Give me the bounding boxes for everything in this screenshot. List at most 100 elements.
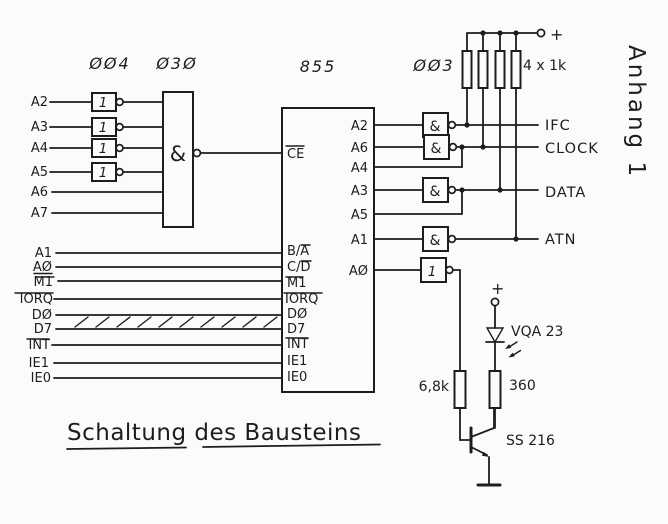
led-resistor-label: 360	[509, 378, 536, 394]
junction-dot	[497, 30, 503, 36]
label-a0: AØ	[33, 260, 52, 275]
inverter-a5-bubble	[115, 167, 124, 177]
inverter-a3-symbol: 1	[99, 120, 108, 136]
page-title: Schaltung des Bausteins	[67, 420, 362, 446]
appendix-annotation: Anhang 1	[623, 45, 649, 179]
led-ray-2-arrowhead	[508, 352, 515, 358]
led-plus-sign: +	[491, 279, 504, 298]
driver-ifc-bubble	[447, 120, 457, 130]
driver-ifc-symbol: &	[430, 119, 441, 135]
label-a6: A6	[31, 185, 48, 200]
pullup-resistor-3	[494, 50, 506, 89]
pin-ie0: IE0	[287, 370, 307, 385]
pin-cd: C/D	[287, 260, 310, 275]
base-resistor	[453, 370, 467, 409]
pin-port-a2: A2	[351, 119, 368, 134]
inverter-a3-bubble	[115, 122, 124, 132]
label-iorq: IORQ	[20, 292, 53, 307]
transistor-part-label: SS 216	[506, 433, 555, 449]
pullup-resistor-1	[461, 50, 473, 89]
pullup-resistor-2	[477, 50, 489, 89]
driver-clock-bubble	[448, 142, 458, 152]
pin-port-a3: A3	[351, 184, 368, 199]
bus-label-ifc: IFC	[545, 118, 571, 134]
wires-address-inputs	[49, 101, 283, 214]
driver-clock-box	[423, 134, 450, 160]
bus-label-data: DATA	[545, 185, 586, 201]
bus-label-atn: ATN	[545, 232, 577, 248]
led-ray-2	[511, 349, 522, 357]
wires-cpu-bus	[51, 252, 283, 379]
driver-data-symbol: &	[430, 184, 441, 200]
led-resistor	[488, 370, 502, 409]
led-ray-1-arrowhead	[505, 344, 512, 349]
pin-d7: D7	[287, 322, 305, 337]
led-output-stage: + VQA 23 360 6,8k SS 216	[419, 279, 563, 487]
wires-pio-to-gates	[373, 124, 539, 271]
label-int: INT	[29, 338, 51, 353]
pin-port-a4: A4	[351, 161, 368, 176]
data-bus-hatching	[74, 316, 278, 328]
nand-030-bubble	[192, 148, 202, 158]
junction-dot-ifc	[464, 122, 470, 128]
pullup-resistors: + 4 x 1k	[461, 25, 567, 89]
label-ie1: IE1	[29, 356, 49, 371]
driver-atn-bubble	[447, 234, 457, 244]
pin-m1: M1	[287, 276, 307, 291]
nand-gate-030: &	[162, 91, 202, 228]
driver-gates-003: & & & & 1	[420, 112, 458, 283]
driver-clock-symbol: &	[431, 141, 442, 157]
pin-ce: CE	[287, 147, 304, 162]
junction-dot-data	[497, 187, 503, 193]
pin-ie1: IE1	[287, 354, 307, 369]
pin-iorq: IORQ	[285, 292, 318, 307]
junction-dot	[513, 30, 519, 36]
label-m1: M1	[34, 275, 54, 290]
led-part-label: VQA 23	[511, 324, 563, 340]
inverter-a5-symbol: 1	[99, 165, 108, 181]
pin-port-a6: A6	[351, 141, 368, 156]
led-ray-1	[508, 341, 518, 348]
chip-label-003: ØØ3	[412, 56, 454, 75]
driver-atn-symbol: &	[430, 233, 441, 249]
page-title-underline-1	[66, 446, 187, 450]
chip-label-030: Ø3Ø	[155, 54, 197, 73]
inverter-a2-bubble	[115, 97, 124, 107]
inverter-a2-symbol: 1	[99, 95, 108, 111]
label-a5: A5	[31, 165, 48, 180]
label-a4: A4	[31, 141, 48, 156]
label-a2: A2	[31, 95, 48, 110]
led-supply-terminal	[490, 297, 500, 307]
label-d0: DØ	[32, 308, 52, 323]
label-ie0: IE0	[31, 371, 51, 386]
pin-port-a0: AØ	[349, 264, 368, 279]
transistor-emitter-arrowhead	[481, 451, 489, 457]
junction-dot-clock-a4	[459, 144, 465, 150]
driver-srq-box	[420, 257, 447, 283]
pio-855-body	[281, 107, 375, 393]
driver-atn-box	[422, 226, 449, 252]
page-title-underline-2	[202, 443, 381, 448]
nand-030-box	[162, 91, 194, 228]
inverter-a4-symbol: 1	[99, 141, 108, 157]
driver-srq-symbol: 1	[428, 264, 437, 280]
driver-data-bubble	[447, 185, 457, 195]
label-d7: D7	[34, 322, 52, 337]
pin-ba: B/A	[287, 244, 309, 259]
pin-int: INT	[287, 337, 309, 352]
junction-dot-atn	[513, 236, 519, 242]
inverter-bank-004: 1 1 1 1	[91, 92, 124, 182]
junction-dot-clock	[480, 144, 486, 150]
bus-label-clock: CLOCK	[545, 141, 599, 157]
supply-terminal	[536, 28, 546, 38]
junction-dot	[480, 30, 486, 36]
inverter-a4-bubble	[115, 143, 124, 153]
label-a1: A1	[35, 246, 52, 261]
driver-ifc-box	[422, 112, 449, 138]
chip-label-004: ØØ4	[88, 54, 130, 73]
driver-srq-bubble	[445, 265, 454, 275]
pin-d0: DØ	[287, 307, 307, 322]
base-resistor-label: 6,8k	[419, 379, 450, 395]
